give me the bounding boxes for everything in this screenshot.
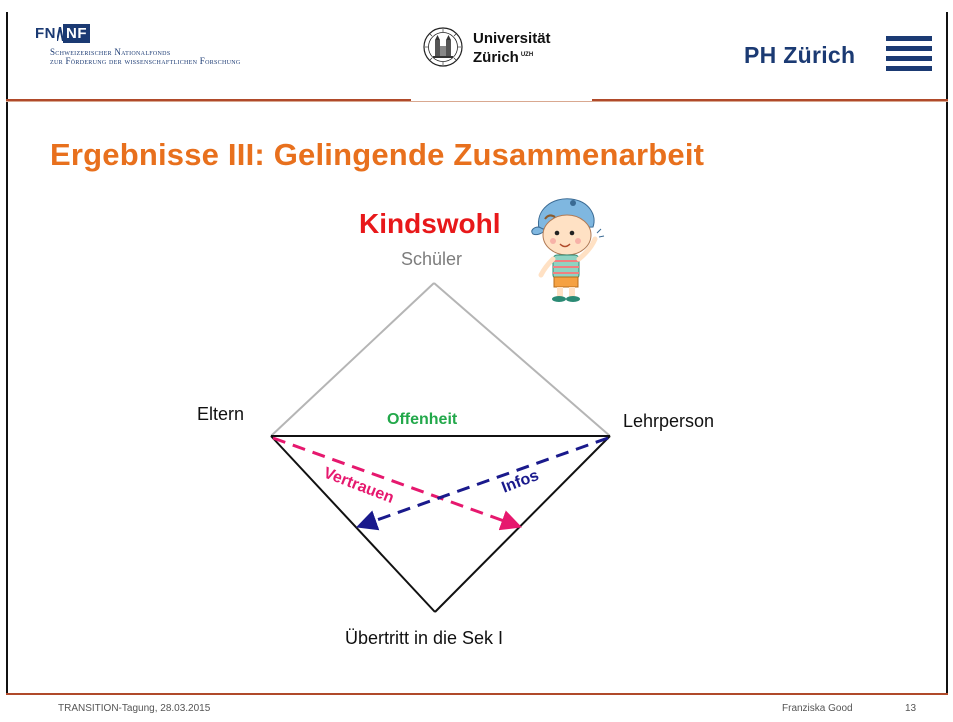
node-lehrperson: Lehrperson bbox=[623, 411, 715, 431]
upper-triangle bbox=[270, 282, 611, 437]
node-schueler: Schüler bbox=[401, 249, 463, 269]
footer-page-number: 13 bbox=[905, 703, 917, 714]
slide-frame bbox=[6, 12, 948, 693]
snf-logo-connector bbox=[57, 26, 63, 41]
ph-bar bbox=[886, 46, 932, 51]
header-divider bbox=[6, 101, 948, 102]
header-divider-right bbox=[592, 99, 948, 101]
node-uebertritt: Übertritt in die Sek I bbox=[345, 628, 504, 648]
snf-logo-mark: FN NF bbox=[34, 24, 334, 43]
ph-bar bbox=[886, 36, 932, 41]
arrow-infos bbox=[356, 436, 609, 531]
ph-bar bbox=[886, 66, 932, 71]
heading-kindswohl: Kindswohl bbox=[359, 208, 501, 239]
child-illustration-icon bbox=[531, 198, 605, 302]
label-offenheit: Offenheit bbox=[387, 411, 458, 428]
edge-eltern-uebertritt bbox=[270, 435, 436, 613]
edge-eltern-schueler bbox=[270, 282, 435, 437]
snf-logo-line1: Schweizerischer Nationalfonds bbox=[50, 47, 171, 57]
uzh-name-line2: Zürich bbox=[473, 49, 519, 66]
node-eltern: Eltern bbox=[197, 404, 245, 424]
edge-lehrperson-uebertritt bbox=[434, 435, 611, 613]
footer-author: Franziska Good bbox=[782, 703, 853, 714]
ph-zuerich-logo: PH Zürich bbox=[744, 32, 934, 72]
snf-logo-mark-right: NF bbox=[63, 24, 90, 43]
snf-logo: FN NF Schweizerischer Nationalfonds zur … bbox=[34, 24, 334, 74]
header-divider-left bbox=[6, 99, 411, 101]
ph-bar bbox=[886, 56, 932, 61]
uzh-seal-icon bbox=[423, 27, 463, 67]
slide-title: Ergebnisse III: Gelingende Zusammenarbei… bbox=[50, 137, 705, 172]
uzh-name-line1: Universität bbox=[473, 30, 551, 47]
uzh-superscript: UZH bbox=[520, 52, 534, 58]
arrow-vertrauen bbox=[272, 436, 522, 531]
ph-zuerich-bars-icon bbox=[886, 36, 932, 74]
snf-logo-mark-left: FN bbox=[35, 25, 56, 42]
edge-schueler-lehrperson bbox=[433, 282, 611, 437]
lower-triangle bbox=[270, 435, 611, 613]
ph-zuerich-name: PH Zürich bbox=[744, 42, 856, 68]
snf-logo-line2: zur Förderung der wissenschaftlichen For… bbox=[50, 56, 241, 66]
label-infos: Infos bbox=[500, 467, 542, 497]
footer-divider bbox=[6, 693, 948, 695]
footer-event: TRANSITION-Tagung, 28.03.2015 bbox=[58, 703, 211, 714]
